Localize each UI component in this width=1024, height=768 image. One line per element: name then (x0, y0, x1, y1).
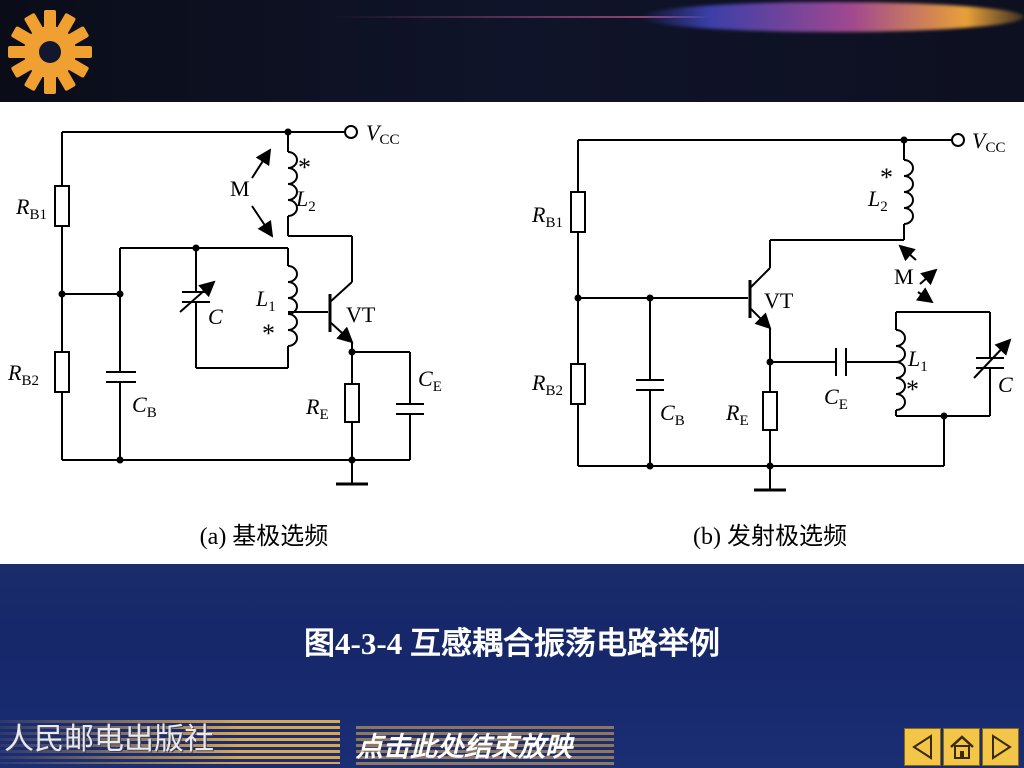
label-ce-a: CE (418, 366, 442, 395)
label-re-b: RE (725, 400, 749, 429)
dot-marker-l1-b: * (906, 375, 919, 404)
circuit-b-nodes (574, 136, 948, 470)
publisher-stripes (0, 720, 340, 764)
label-rb1-a: RB1 (15, 194, 47, 223)
top-banner (0, 0, 1024, 102)
label-rb2-b: RB2 (531, 370, 563, 399)
label-vt-b: VT (764, 288, 794, 313)
banner-streak (640, 2, 1024, 32)
next-slide-button[interactable] (982, 728, 1019, 766)
circuit-b-labels: VCC RB1 RB2 CB VT RE CE * L2 M L1 * C (b… (531, 128, 1013, 550)
label-rb2-a: RB2 (7, 360, 39, 389)
dot-marker-l1-a: * (262, 319, 275, 348)
figure-title: 图4-3-4 互感耦合振荡电路举例 (304, 626, 720, 661)
triangle-right-icon (991, 734, 1012, 760)
gear-icon (8, 10, 92, 94)
label-m-b: M (894, 264, 914, 289)
prev-slide-button[interactable] (904, 728, 941, 766)
label-rb1-b: RB1 (531, 202, 563, 231)
label-vt-a: VT (346, 302, 376, 327)
dot-marker-l2-b: * (880, 163, 893, 192)
label-ce-b: CE (824, 384, 848, 413)
label-m-a: M (230, 176, 250, 201)
home-button[interactable] (943, 728, 980, 766)
label-c-b: C (998, 372, 1013, 397)
label-cb-b: CB (660, 400, 685, 429)
home-icon (949, 735, 974, 759)
circuit-b (570, 133, 1012, 492)
label-l1-b: L1 (907, 346, 928, 375)
publisher-logo: 人民邮电出版社 (4, 723, 214, 756)
caption-a: (a) 基极选频 (200, 523, 329, 550)
label-l1-a: L1 (255, 286, 276, 315)
label-l2-b: L2 (867, 186, 888, 215)
label-vcc-a: VCC (366, 120, 399, 148)
end-show-link[interactable]: 点击此处结束放映 (356, 726, 614, 768)
label-c-a: C (208, 304, 223, 329)
label-vcc-b: VCC (972, 128, 1005, 156)
label-re-a: RE (305, 394, 329, 423)
banner-hairline (330, 16, 750, 18)
slide-navigation (904, 728, 1020, 766)
diagram-panel: VCC RB1 RB2 CB C L1 * * L2 M VT RE CE (a… (0, 102, 1024, 564)
label-cb-a: CB (132, 392, 157, 421)
caption-b: (b) 发射极选频 (693, 523, 847, 550)
circuit-a-nodes (58, 128, 356, 464)
circuit-a-labels: VCC RB1 RB2 CB C L1 * * L2 M VT RE CE (a… (7, 120, 442, 550)
dot-marker-l2-a: * (298, 153, 311, 182)
label-l2-a: L2 (295, 186, 316, 215)
triangle-left-icon (911, 734, 932, 760)
